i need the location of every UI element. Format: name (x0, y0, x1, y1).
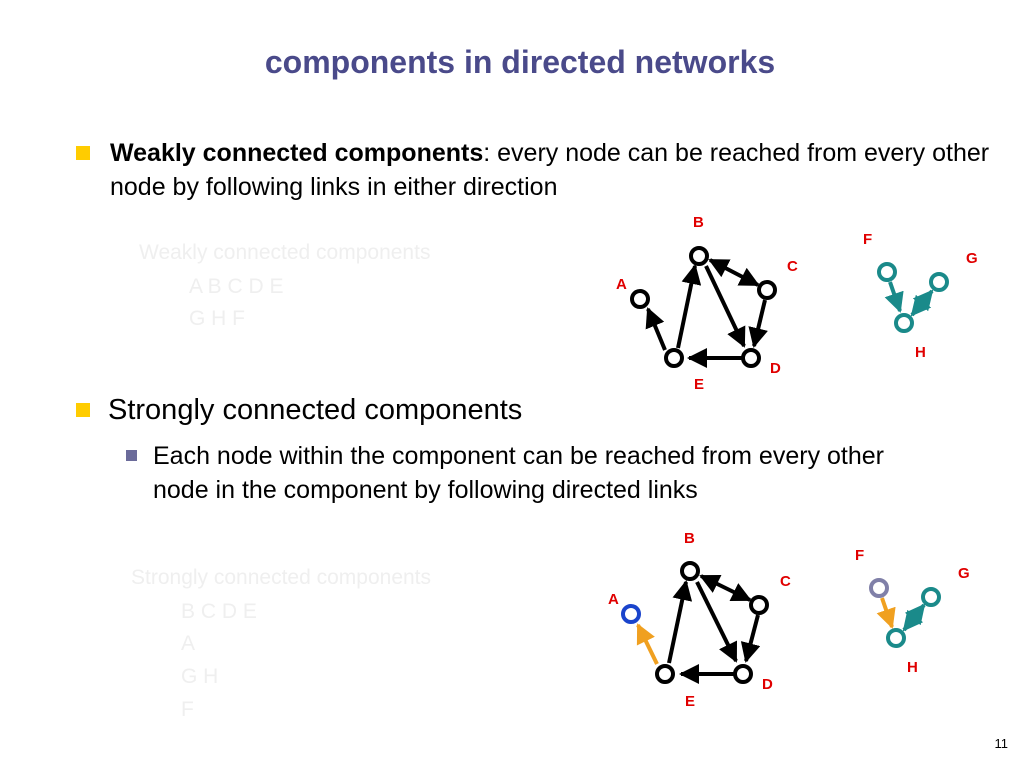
label-a: A (616, 276, 627, 293)
node-h (894, 313, 914, 333)
label-d: D (762, 676, 773, 693)
weak-ghost-item: G H F (189, 307, 245, 330)
node-e (664, 348, 684, 368)
node-a (621, 604, 641, 624)
strong-heading: Strongly connected components (108, 394, 523, 426)
bullet-marker (76, 146, 90, 160)
weak-term: Weakly connected components (110, 139, 484, 167)
node-h (886, 628, 906, 648)
label-h: H (907, 659, 918, 676)
edge-f-h (884, 281, 904, 313)
edge-c-d (740, 614, 761, 663)
edge-b-c (699, 574, 752, 602)
label-g: G (958, 565, 970, 582)
node-c (757, 280, 777, 300)
label-f: F (855, 547, 864, 564)
node-d (733, 664, 753, 684)
page-number: 11 (994, 736, 1009, 751)
node-b (689, 246, 709, 266)
node-f (869, 578, 889, 598)
node-f (877, 262, 897, 282)
edge-b-d (704, 265, 746, 348)
label-e: E (694, 376, 704, 393)
label-c: C (780, 573, 791, 590)
edge-g-h (910, 289, 934, 317)
sub-bullet-marker (126, 450, 137, 461)
node-a (630, 289, 650, 309)
label-e: E (685, 693, 695, 710)
node-d (741, 348, 761, 368)
edge-b-c (708, 258, 760, 287)
strong-ghost-item: F (181, 698, 194, 721)
weak-definition-text: : every node can be reached from every o… (110, 139, 990, 201)
label-b: B (684, 530, 695, 547)
edge-g-h (902, 603, 926, 632)
edge-f-h (876, 597, 896, 629)
strong-sub-bullet: Each node within the component can be re… (153, 442, 884, 504)
label-d: D (770, 360, 781, 377)
node-e (655, 664, 675, 684)
edge-e-a (645, 307, 667, 351)
edge-e-b (667, 580, 693, 664)
strong-ghost-heading: Strongly connected components (131, 566, 432, 589)
label-g: G (966, 250, 978, 267)
bullet-marker (76, 403, 90, 417)
weak-ghost-heading: Weakly connected components (139, 241, 431, 264)
node-c (749, 595, 769, 615)
edge-e-a (636, 623, 659, 665)
strong-graph: B C A D E F G H (608, 530, 970, 710)
node-g (929, 272, 949, 292)
strong-ghost-item: G H (181, 665, 219, 688)
node-b (680, 561, 700, 581)
node-g (921, 587, 941, 607)
label-c: C (787, 258, 798, 275)
slide-title: components in directed networks (264, 44, 776, 80)
weak-definition: Weakly connected components: every node … (110, 136, 990, 204)
weak-ghost-item: A B C D E (189, 275, 284, 298)
edge-b-d (695, 581, 738, 663)
edge-e-b (676, 264, 702, 349)
edge-c-d (748, 299, 768, 348)
weak-graph: B C A D E F G H (616, 214, 978, 393)
label-b: B (693, 214, 704, 231)
strong-ghost-item: B C D E (181, 600, 257, 623)
strong-ghost-item: A (181, 632, 196, 655)
label-a: A (608, 591, 619, 608)
label-h: H (915, 344, 926, 361)
label-f: F (863, 231, 872, 248)
